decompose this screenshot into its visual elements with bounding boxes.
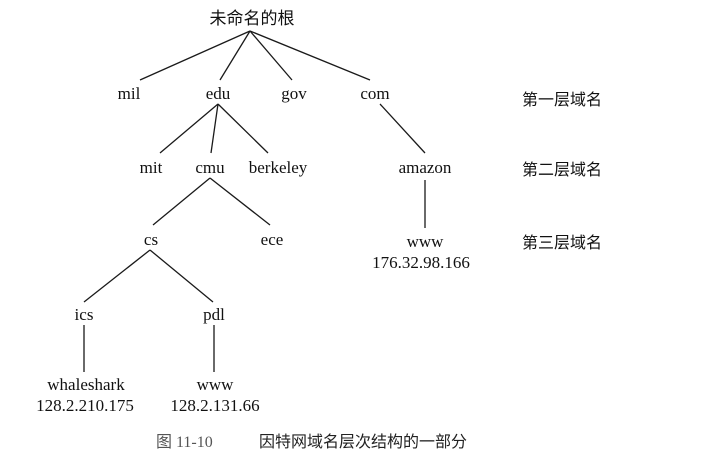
- node-cs: cs: [144, 230, 158, 249]
- level-label-second: 第二层域名: [522, 160, 602, 179]
- node-mil: mil: [118, 84, 141, 103]
- node-whaleshark-ip: 128.2.210.175: [36, 396, 134, 415]
- node-ece: ece: [261, 230, 284, 249]
- node-pdl-ip: 128.2.131.66: [170, 396, 259, 415]
- nodes: 未命名的根 mil edu gov com mit cmu berkeley a…: [36, 9, 470, 415]
- node-root: 未命名的根: [210, 9, 295, 29]
- edge-root-gov: [249, 30, 293, 81]
- level-label-first: 第一层域名: [522, 90, 602, 109]
- node-cmu: cmu: [195, 158, 225, 177]
- edge-edu-mit: [159, 103, 219, 154]
- node-ics: ics: [75, 305, 94, 324]
- node-amazon-www: www: [407, 232, 445, 251]
- edge-cs-ics: [83, 249, 151, 303]
- node-pdl: pdl: [203, 305, 225, 324]
- edge-edu-berkeley: [217, 103, 269, 154]
- caption-text: 因特网域名层次结构的一部分: [259, 432, 467, 451]
- edge-root-com: [249, 30, 371, 81]
- edge-cmu-cs: [152, 177, 211, 226]
- edge-com-amazon: [379, 103, 426, 154]
- node-edu: edu: [206, 84, 231, 103]
- edge-root-mil: [139, 30, 251, 81]
- node-pdl-www: www: [197, 375, 235, 394]
- edge-cmu-ece: [209, 177, 271, 226]
- edge-root-edu: [219, 30, 251, 81]
- level-label-third: 第三层域名: [522, 233, 602, 252]
- edges: [83, 30, 426, 372]
- node-com: com: [360, 84, 389, 103]
- node-amazon: amazon: [399, 158, 452, 177]
- node-berkeley: berkeley: [249, 158, 308, 177]
- node-gov: gov: [281, 84, 307, 103]
- node-amazon-ip: 176.32.98.166: [372, 253, 470, 272]
- level-labels: 第一层域名 第二层域名 第三层域名: [522, 90, 602, 252]
- edge-cs-pdl: [149, 249, 214, 303]
- edge-edu-cmu: [210, 103, 219, 154]
- caption-number: 图 11-10: [156, 434, 213, 451]
- node-mit: mit: [140, 158, 163, 177]
- figure-caption: 图 11-10 因特网域名层次结构的一部分: [156, 432, 467, 451]
- node-whaleshark: whaleshark: [47, 375, 125, 394]
